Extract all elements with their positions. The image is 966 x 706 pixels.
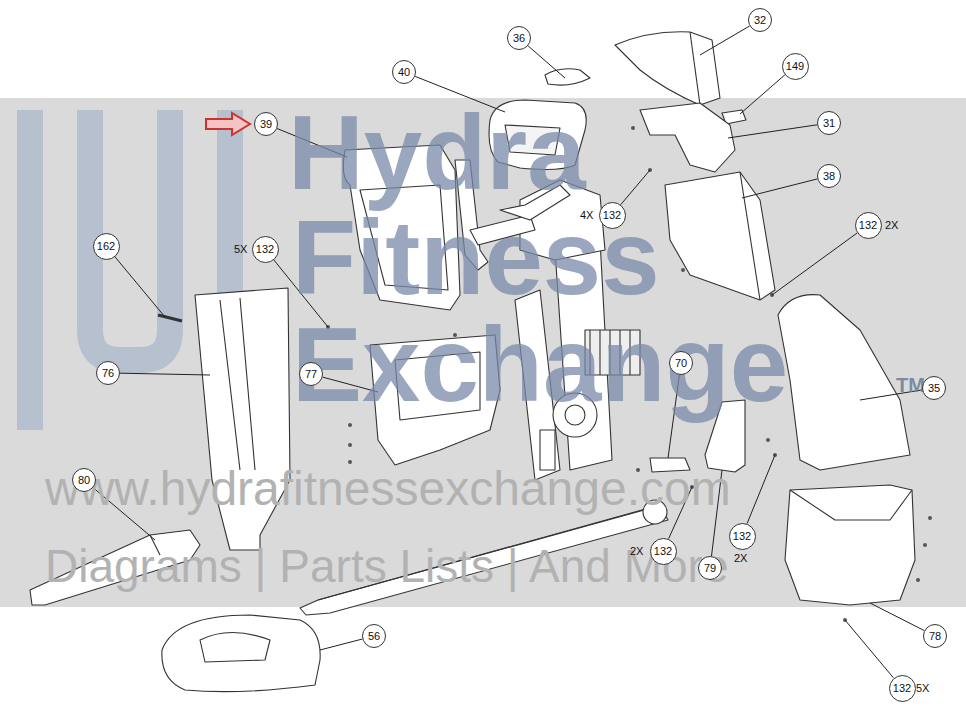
callout-number: 132 — [650, 538, 677, 565]
callout-number: 79 — [698, 556, 722, 580]
leader-line — [528, 46, 565, 78]
leader-line — [120, 373, 210, 375]
watermark-text: Diagrams | Parts Lists | And More — [45, 543, 728, 589]
callout-text: 31 — [823, 118, 835, 129]
quantity-label: 5X — [916, 683, 929, 694]
callout-number: 70 — [669, 351, 693, 375]
callout-text: 77 — [305, 369, 317, 380]
leader-line — [742, 179, 817, 198]
callout-number: 40 — [392, 60, 416, 84]
watermark-logo — [30, 110, 230, 430]
callout-number: 32 — [748, 8, 772, 32]
leader-line — [747, 455, 775, 524]
callout-text: 38 — [823, 171, 835, 182]
parts — [30, 32, 932, 692]
leader-line — [728, 125, 817, 138]
callout-text: 56 — [368, 631, 380, 642]
callout-number: 77 — [299, 362, 323, 386]
quantity-label: 5X — [234, 244, 247, 255]
watermark-text: www.hydrafitnessexchange.com — [45, 465, 731, 513]
callout-text: 40 — [398, 67, 410, 78]
pointer-arrow — [206, 113, 250, 135]
callout-text: 162 — [97, 241, 115, 252]
callout-number: 78 — [923, 624, 947, 648]
callout-number: 149 — [782, 53, 809, 80]
callout-text: 36 — [513, 33, 525, 44]
leader-line — [740, 75, 785, 114]
leader-line — [700, 26, 750, 55]
callout-number: 35 — [922, 376, 946, 400]
leader-line — [772, 233, 857, 295]
watermark-text: TM — [896, 375, 925, 395]
callout-number: 132 — [252, 236, 279, 263]
callout-text: 132 — [654, 546, 672, 557]
leader-line — [621, 170, 650, 205]
callout-number: 56 — [362, 624, 386, 648]
leader-line — [320, 639, 362, 650]
callout-number: 132 — [889, 675, 916, 702]
callout-text: 79 — [704, 563, 716, 574]
callout-text: 132 — [859, 220, 877, 231]
watermark-text: Exchange — [292, 312, 788, 417]
callout-text: 149 — [786, 61, 804, 72]
callout-text: 132 — [733, 531, 751, 542]
callout-number: 76 — [96, 361, 120, 385]
quantity-label: 2X — [885, 220, 898, 231]
callout-number: 162 — [93, 233, 120, 260]
callout-number: 38 — [817, 164, 841, 188]
callout-number: 31 — [817, 111, 841, 135]
quantity-label: 2X — [630, 546, 643, 557]
callout-text: 80 — [78, 475, 90, 486]
callout-text: 132 — [603, 210, 621, 221]
leader-line — [870, 603, 924, 631]
callout-text: 76 — [102, 368, 114, 379]
quantity-label: 2X — [734, 553, 747, 564]
callout-number: 132 — [599, 202, 626, 229]
callout-number: 80 — [72, 468, 96, 492]
callout-number: 36 — [507, 26, 531, 50]
quantity-label: 4X — [580, 210, 593, 221]
callout-text: 39 — [260, 119, 272, 130]
leader-line — [115, 256, 165, 317]
callout-text: 32 — [754, 15, 766, 26]
watermark-text: Hydra — [288, 100, 586, 205]
callout-number: 39 — [254, 112, 278, 136]
callout-text: 70 — [675, 358, 687, 369]
callout-text: 132 — [256, 244, 274, 255]
callout-number: 132 — [855, 212, 882, 239]
callout-number: 132 — [729, 523, 756, 550]
leader-line — [845, 620, 893, 678]
callout-text: 78 — [929, 631, 941, 642]
callout-text: 35 — [928, 383, 940, 394]
watermark-band — [0, 98, 966, 607]
callout-text: 132 — [893, 683, 911, 694]
